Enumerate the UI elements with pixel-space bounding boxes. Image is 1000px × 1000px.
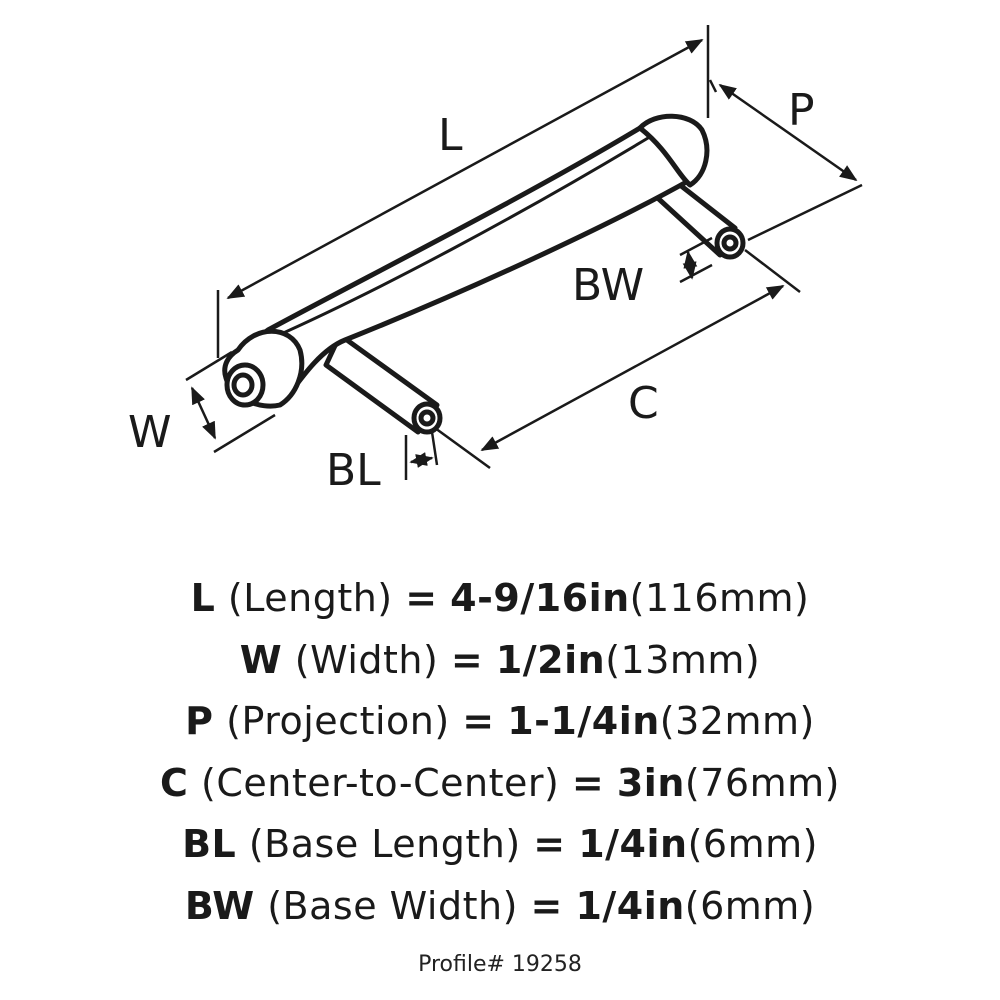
spec-value: 3in xyxy=(616,760,685,805)
spec-metric: (32mm) xyxy=(659,699,815,743)
label-projection: P xyxy=(788,85,815,136)
spec-letter: BW xyxy=(184,883,255,928)
spec-base-width: BW (Base Width) = 1/4in(6mm) xyxy=(0,876,1000,938)
spec-length: L (Length) = 4-9/16in(116mm) xyxy=(0,568,1000,630)
spec-value: 1/2in xyxy=(495,637,606,682)
spec-projection: P (Projection) = 1-1/4in(32mm) xyxy=(0,691,1000,753)
spec-value: 1/4in xyxy=(575,883,685,928)
spec-eq: = xyxy=(450,637,484,682)
profile-number: Profile# 19258 xyxy=(418,952,582,977)
spec-value: 1/4in xyxy=(578,822,688,866)
spec-eq: = xyxy=(405,576,438,620)
spec-eq: = xyxy=(530,883,563,928)
label-base-width: BW xyxy=(572,260,644,311)
dimension-lines xyxy=(185,25,863,480)
spec-metric: (6mm) xyxy=(687,822,818,866)
spec-name: (Projection) xyxy=(226,699,450,743)
spec-letter: W xyxy=(239,637,283,682)
spec-center-to-center: C (Center-to-Center) = 3in(76mm) xyxy=(0,753,1000,815)
spec-eq: = xyxy=(571,760,605,805)
label-center-to-center: C xyxy=(628,378,659,429)
spec-base-length: BL (Base Length) = 1/4in(6mm) xyxy=(0,814,1000,876)
spec-metric: (76mm) xyxy=(684,760,840,805)
spec-letter: L xyxy=(190,576,216,620)
spec-letter: BL xyxy=(182,822,237,866)
dimension-spec-list: L (Length) = 4-9/16in(116mm) W (Width) =… xyxy=(0,568,1000,937)
spec-name: (Width) xyxy=(294,637,439,682)
spec-name: (Length) xyxy=(227,576,393,620)
label-base-length: BL xyxy=(326,445,381,496)
spec-metric: (6mm) xyxy=(684,883,816,928)
spec-value: 4-9/16in xyxy=(450,576,630,620)
handle-dimension-diagram: L P BW W C BL xyxy=(128,25,863,496)
spec-value: 1-1/4in xyxy=(507,699,660,743)
spec-letter: P xyxy=(185,699,214,743)
spec-eq: = xyxy=(462,699,495,743)
label-width: W xyxy=(128,407,172,458)
cabinet-handle-drawing xyxy=(222,113,746,435)
label-length: L xyxy=(438,110,463,161)
spec-width: W (Width) = 1/2in(13mm) xyxy=(0,630,1000,692)
spec-metric: (116mm) xyxy=(629,576,810,620)
spec-letter: C xyxy=(160,760,189,805)
spec-name: (Base Length) xyxy=(248,822,521,866)
spec-metric: (13mm) xyxy=(605,637,761,682)
spec-eq: = xyxy=(533,822,566,866)
spec-name: (Center-to-Center) xyxy=(201,760,560,805)
spec-name: (Base Width) xyxy=(267,883,518,928)
